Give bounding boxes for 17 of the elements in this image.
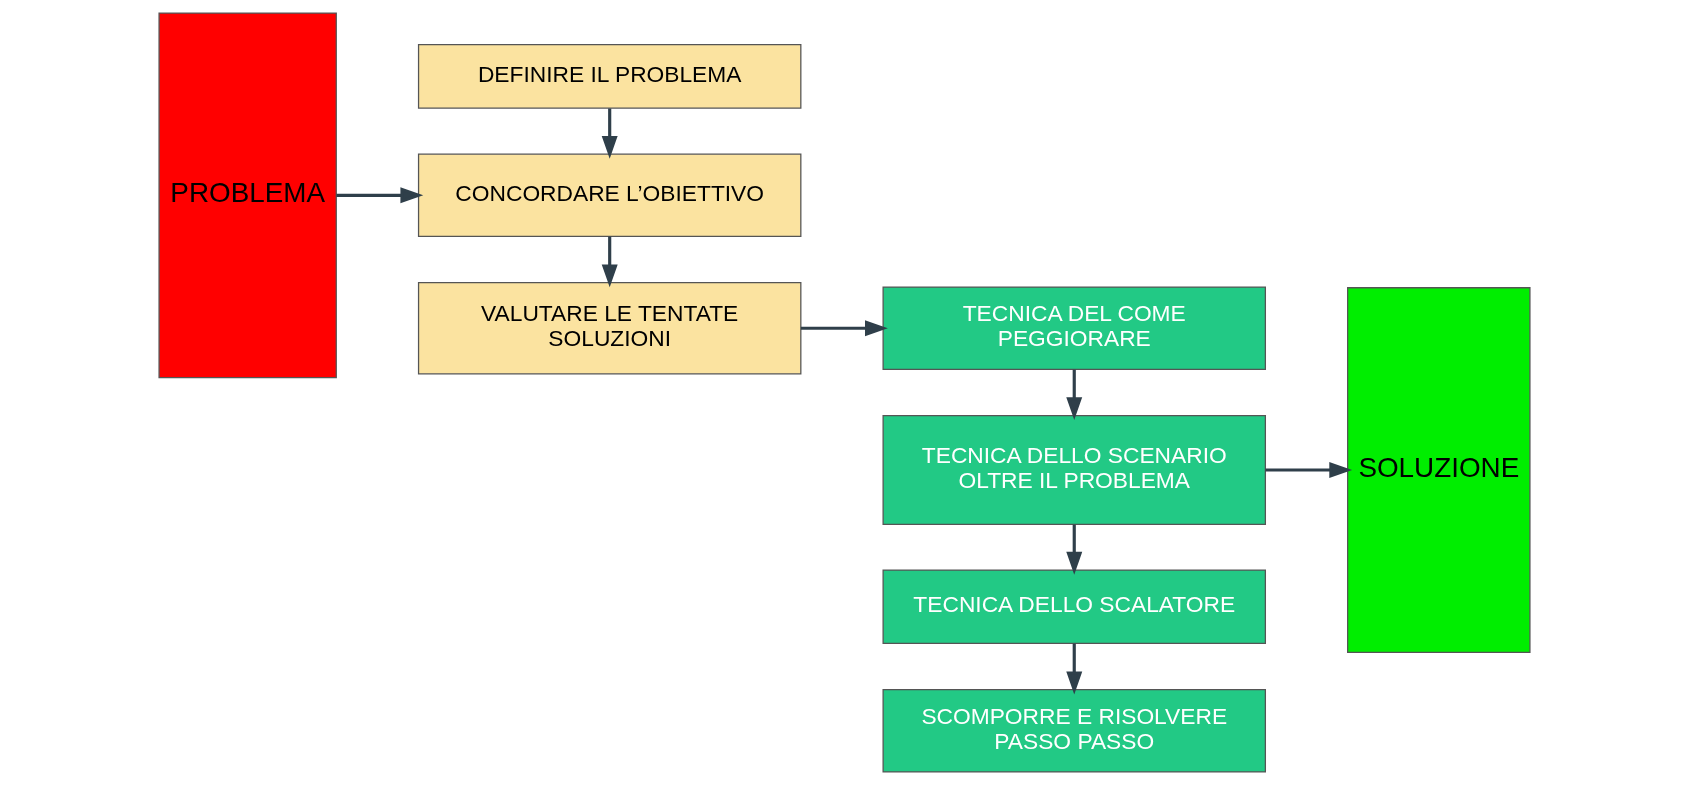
node-box: VALUTARE LE TENTATE SOLUZIONI: [417, 282, 801, 375]
arrow: [800, 320, 888, 337]
node-box: SCOMPORRE E RISOLVERE PASSO PASSO: [881, 689, 1266, 773]
arrow: [601, 108, 618, 159]
arrow: [335, 187, 423, 204]
node-box: TECNICA DEL COME PEGGIORARE: [881, 286, 1266, 371]
arrow: [601, 236, 618, 288]
arrow: [1265, 462, 1352, 478]
arrow: [1065, 369, 1082, 420]
node-box: SOLUZIONE: [1346, 287, 1531, 653]
arrow: [1065, 643, 1082, 695]
node-box: CONCORDARE L’OBIETTIVO: [417, 153, 801, 238]
arrow: [1065, 524, 1082, 575]
node-box: DEFINIRE IL PROBLEMA: [417, 44, 801, 109]
node-box: TECNICA DELLO SCALATORE: [881, 569, 1266, 645]
node-box: PROBLEMA: [157, 12, 337, 379]
node-box: TECNICA DELLO SCENARIO OLTRE IL PROBLEMA: [881, 414, 1266, 526]
